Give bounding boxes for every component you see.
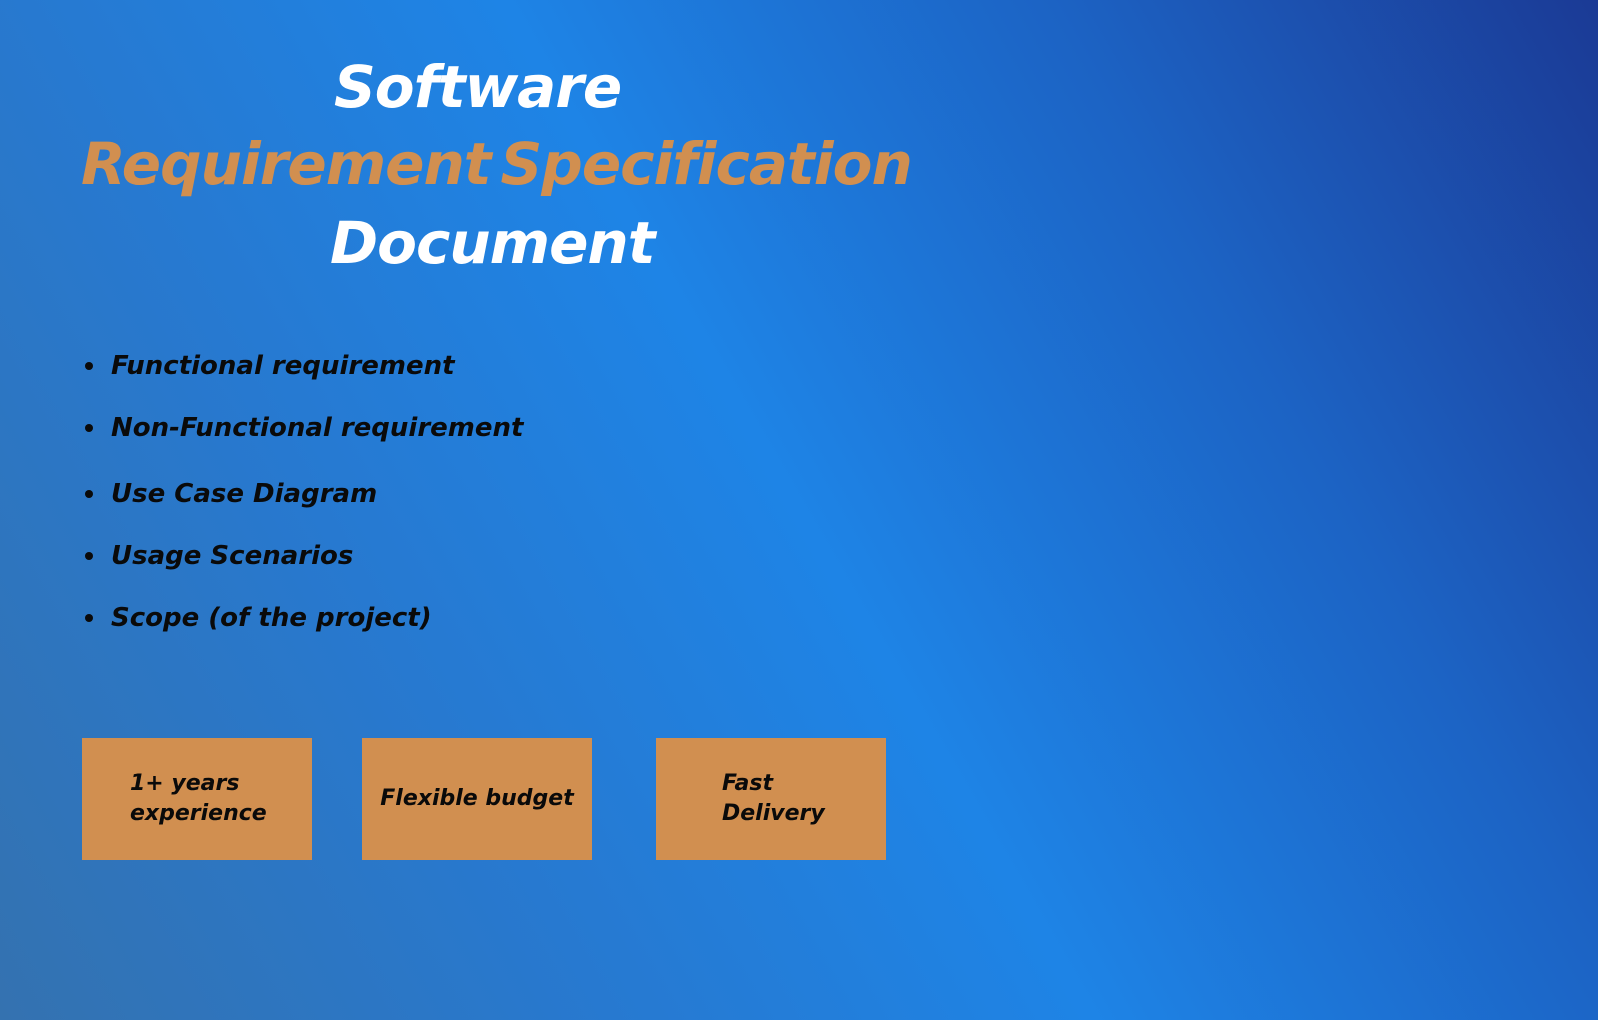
- card-text: 1+ years experience: [130, 769, 267, 829]
- list-item: Functional requirement: [82, 349, 455, 383]
- list-item: Non-Functional requirement: [82, 411, 523, 445]
- feature-card-experience: 1+ years experience: [82, 738, 312, 860]
- card-label-line2: experience: [130, 801, 267, 826]
- bullet-dot-icon: [85, 552, 93, 560]
- card-text: Flexible budget: [380, 784, 573, 814]
- list-item-label: Functional requirement: [111, 351, 455, 381]
- list-item: Usage Scenarios: [82, 539, 353, 573]
- feature-card-delivery: Fast Delivery: [656, 738, 886, 860]
- card-text: Fast Delivery: [722, 769, 825, 829]
- list-item: Scope (of the project): [82, 601, 432, 635]
- list-item: Use Case Diagram: [82, 477, 377, 511]
- bullet-dot-icon: [85, 614, 93, 622]
- feature-card-budget: Flexible budget: [362, 738, 592, 860]
- list-item-label: Use Case Diagram: [111, 479, 378, 509]
- bullet-dot-icon: [85, 362, 93, 370]
- card-label-line1: 1+ years: [130, 771, 240, 796]
- bullet-dot-icon: [85, 490, 93, 498]
- title-word-requirement: Requirement: [81, 130, 492, 198]
- list-item-label: Usage Scenarios: [111, 541, 354, 571]
- list-item-label: Scope (of the project): [111, 603, 432, 633]
- title-word-specification: Specification: [500, 130, 913, 198]
- card-label-line1: Fast: [722, 771, 773, 796]
- list-item-label: Non-Functional requirement: [111, 413, 524, 443]
- card-label-line2: Delivery: [722, 801, 825, 826]
- title-line-document: Document: [330, 209, 655, 277]
- title-line-software: Software: [334, 53, 622, 121]
- bullet-dot-icon: [85, 424, 93, 432]
- card-label-line1: Flexible budget: [380, 786, 574, 811]
